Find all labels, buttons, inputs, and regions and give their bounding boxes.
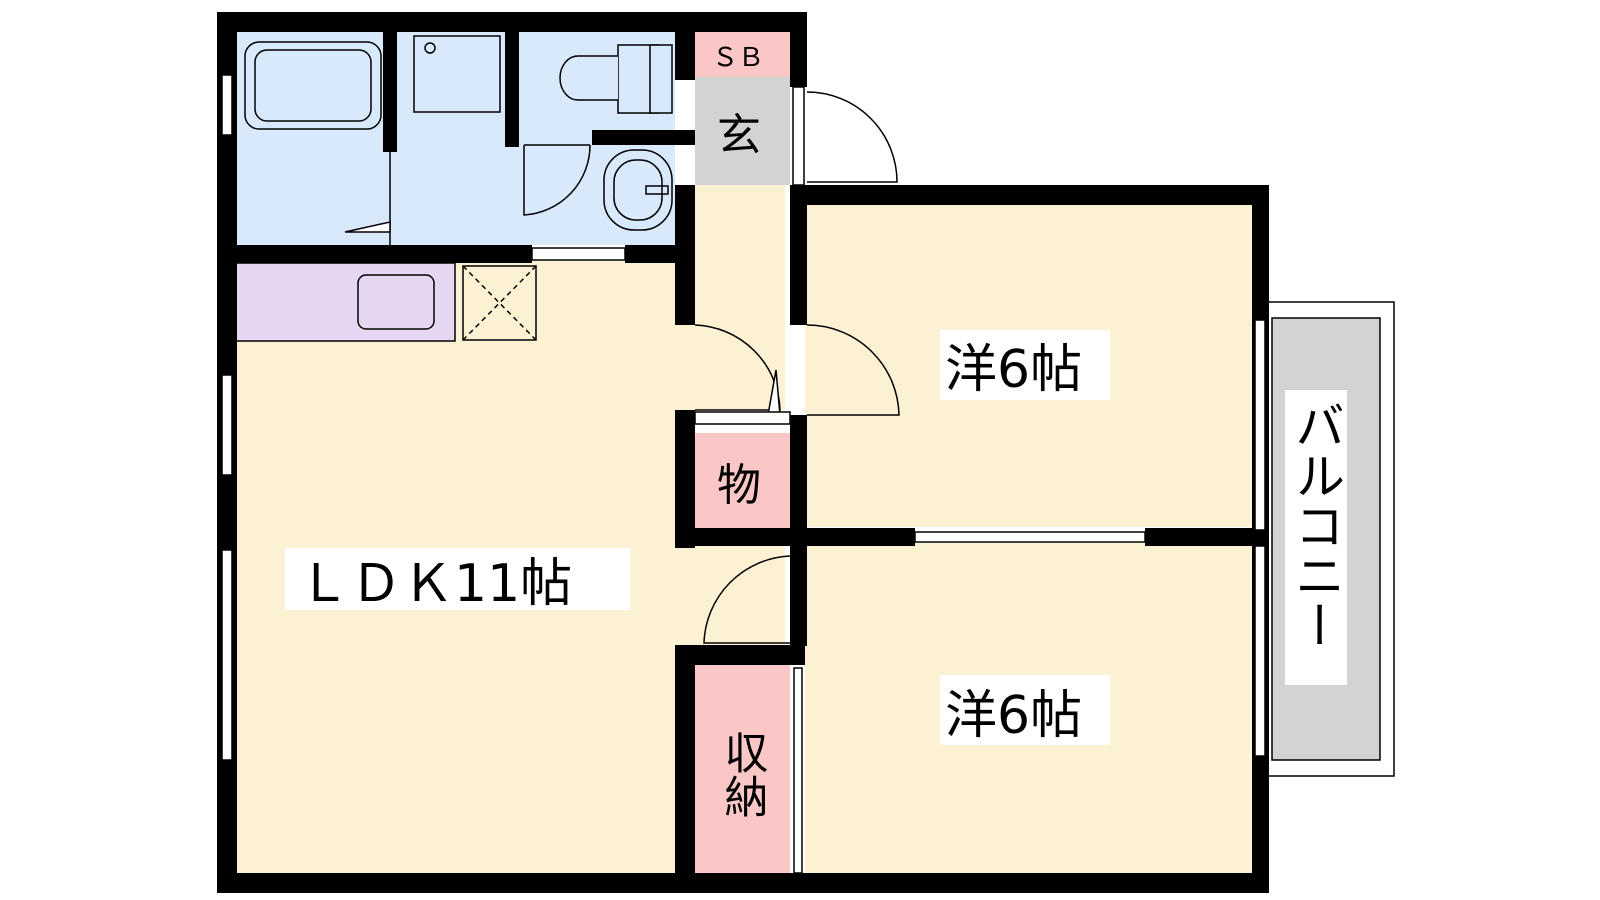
shoe-box-label: ＳＢ — [712, 43, 764, 73]
storage-small-label: 物 — [717, 460, 761, 511]
washing-machine-icon — [413, 35, 501, 113]
entrance-door-swing — [806, 91, 898, 183]
room-upper-window — [1254, 319, 1266, 531]
storage-small-floor — [695, 433, 790, 528]
windows — [221, 74, 1266, 874]
entrance-label: 玄 — [717, 110, 761, 161]
range-hood-icon — [462, 265, 537, 341]
washbasin-icon — [603, 149, 673, 231]
labels: ＬＤＫ11帖 洋6帖 洋6帖 玄 ＳＢ 物 収納 バルコニー — [285, 43, 1347, 818]
closet-door — [793, 667, 803, 874]
fixtures — [244, 35, 673, 341]
hallway-lower-floor — [675, 530, 785, 650]
bath-window — [221, 74, 233, 136]
bath-door-icon — [344, 221, 391, 233]
storage-door-swing — [703, 555, 791, 644]
balcony-label: バルコニー — [1287, 400, 1345, 650]
sink-icon — [357, 274, 435, 330]
western-room-lower-label: 洋6帖 — [945, 686, 1082, 746]
door-swings — [694, 91, 900, 644]
entrance-floor — [695, 77, 790, 185]
entrance-door-opening — [792, 86, 805, 186]
ldk-door-opening — [531, 247, 626, 261]
storage-closet-label: 収納 — [717, 730, 768, 818]
room-fills — [225, 30, 1395, 875]
ldk-label: ＬＤＫ11帖 — [298, 554, 572, 614]
sliding-door — [914, 531, 1146, 543]
storage-closet-floor — [695, 665, 790, 875]
shoe-box — [695, 30, 790, 77]
western-room-upper-label: 洋6帖 — [945, 340, 1082, 400]
room-upper-door-swing — [806, 324, 900, 416]
ldk-window-upper — [221, 374, 233, 476]
ldk-window-lower — [221, 549, 233, 761]
bathtub-icon — [244, 41, 382, 130]
room-lower-window — [1254, 545, 1266, 757]
